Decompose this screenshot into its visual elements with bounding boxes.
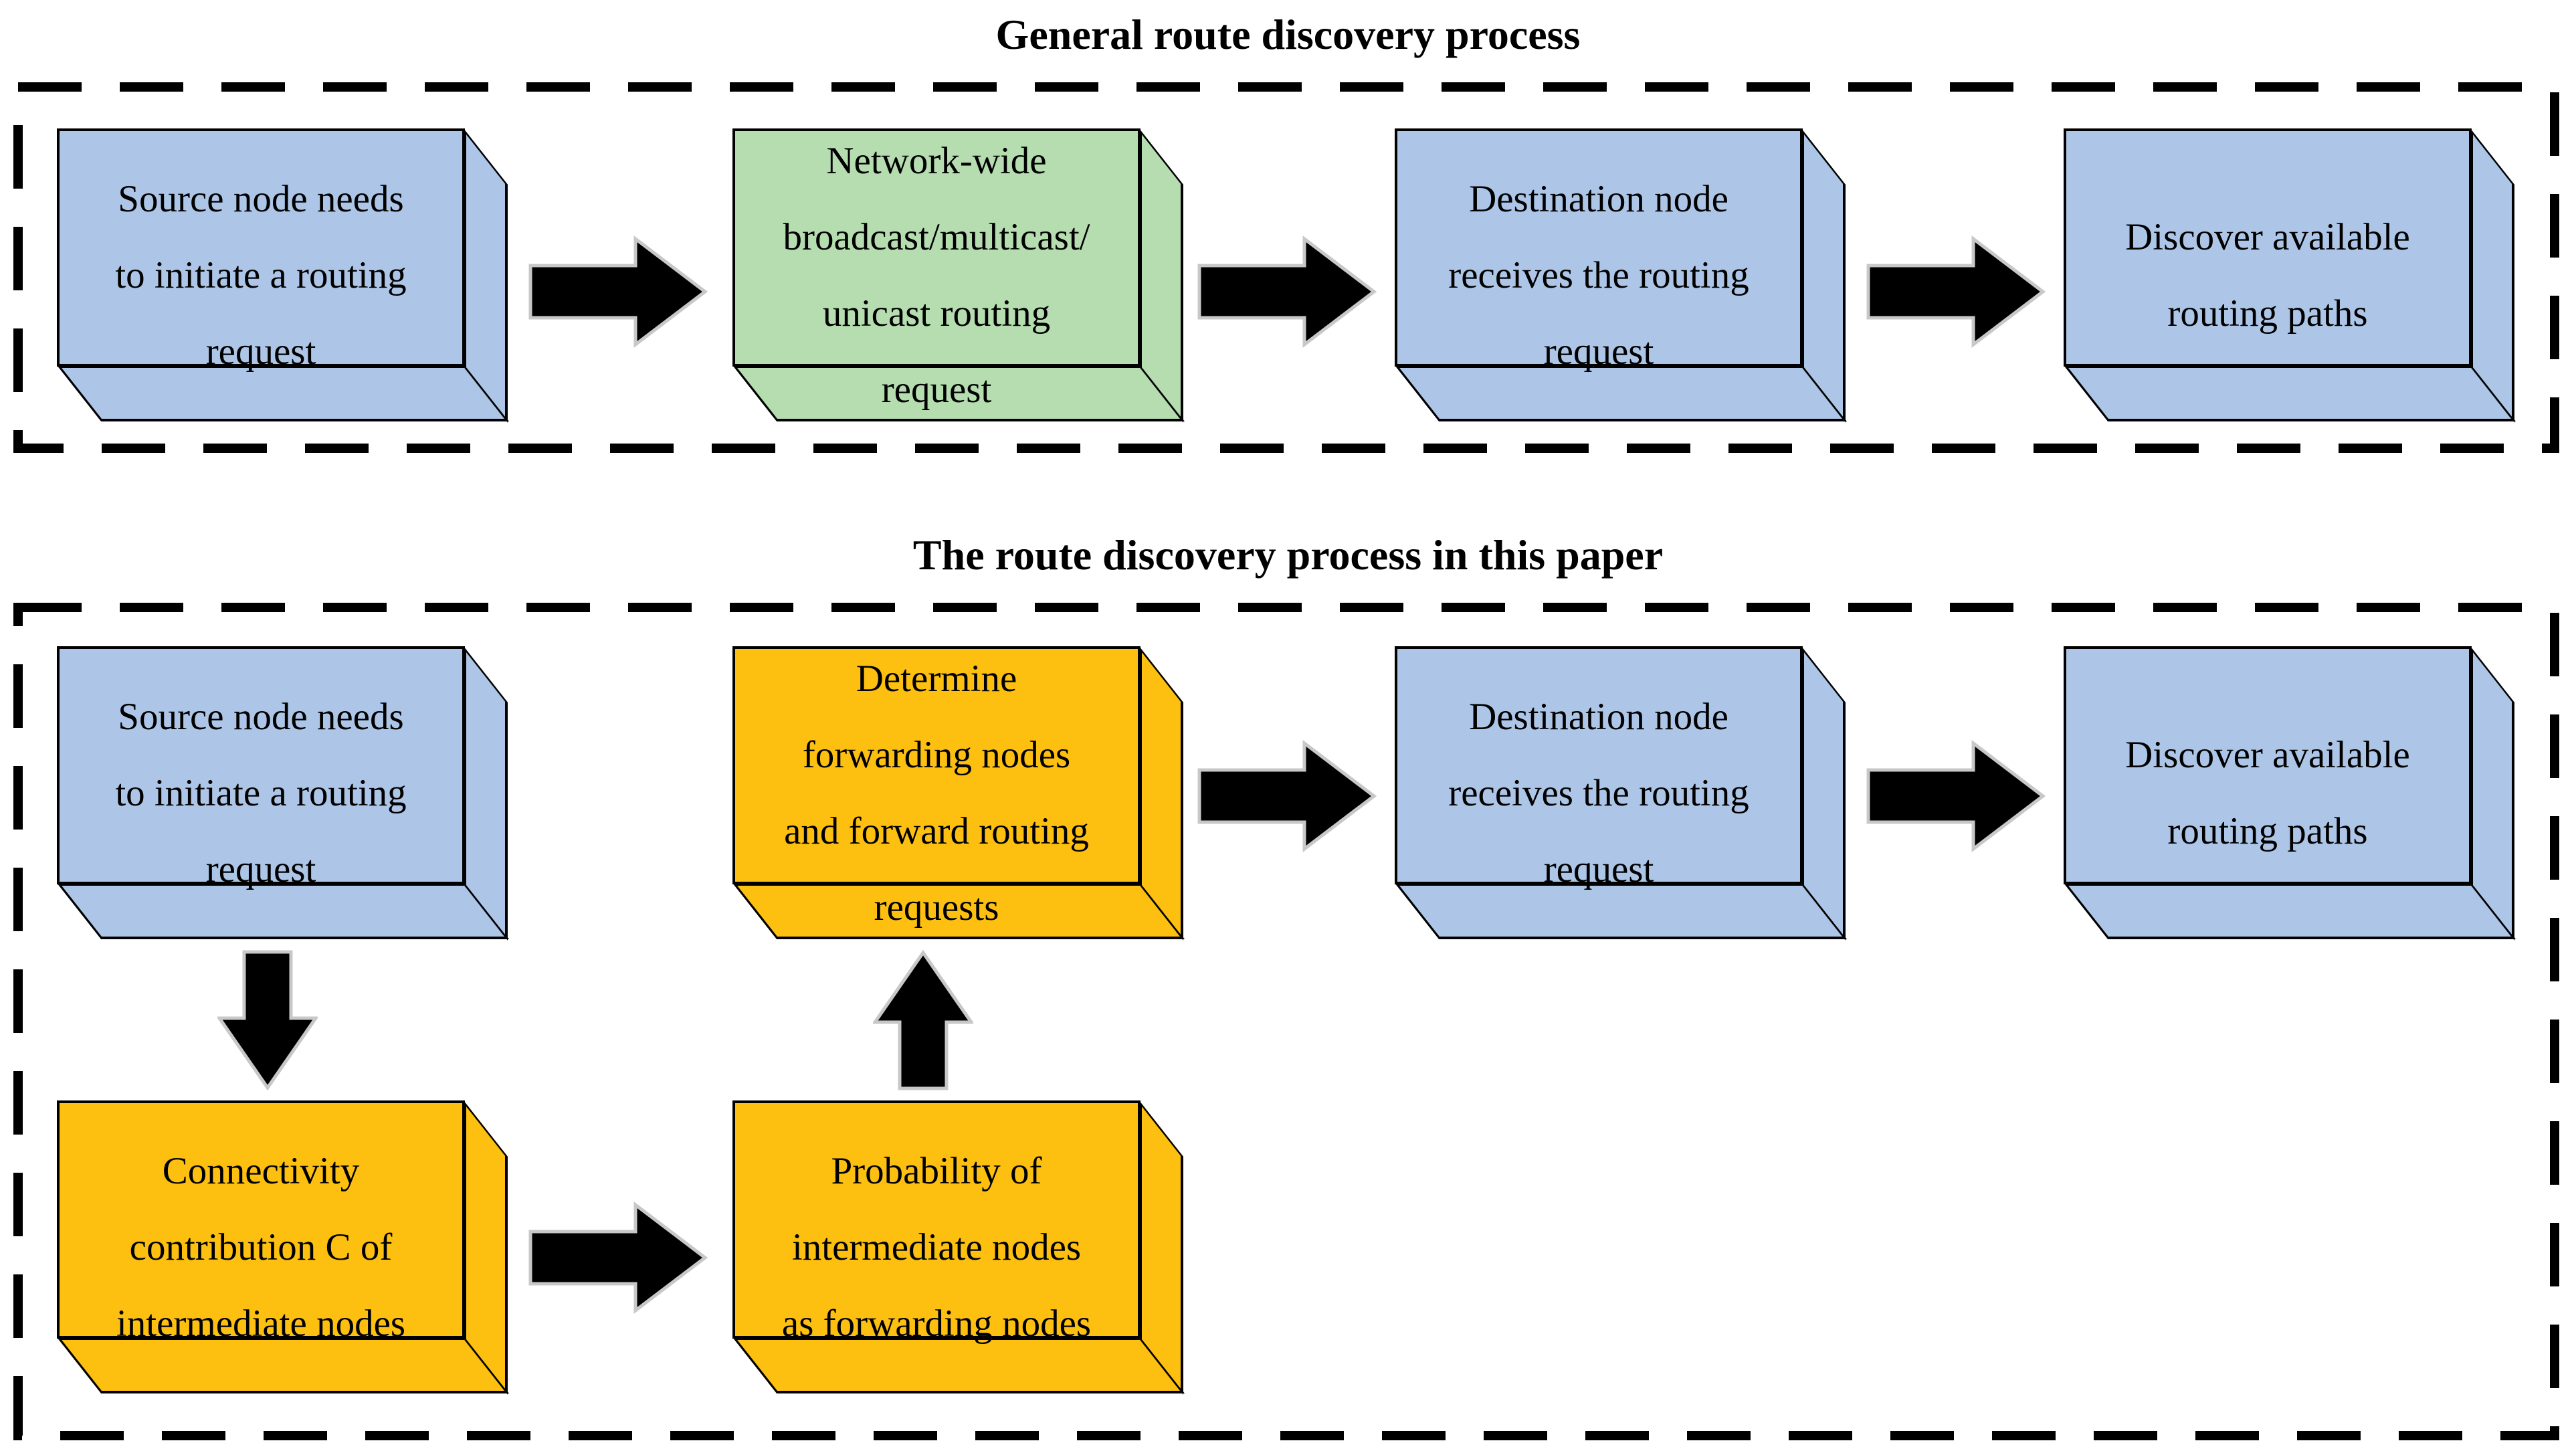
box-front-face (57, 128, 465, 367)
arrow-right-icon (1197, 739, 1377, 853)
box-label: Source node needs to initiate a routing … (115, 696, 407, 890)
box-front-face (1395, 128, 1803, 367)
arrow-down-icon (217, 950, 318, 1090)
box-front-face (57, 1100, 465, 1339)
arrow-right-icon (528, 1201, 708, 1315)
box-front-face (732, 646, 1141, 884)
box-label: Discover available routing paths (2125, 216, 2410, 334)
flow-box-destination-node: Destination node receives the routing re… (1395, 128, 1848, 423)
box-label: Probability of intermediate nodes as for… (781, 1150, 1092, 1345)
box-front-face (732, 1100, 1141, 1339)
top-section-dashed-border (13, 82, 2559, 453)
flow-box-determine-forwarding-nodes: Determine forwarding nodes and forward r… (732, 646, 1185, 941)
box-label: Destination node receives the routing re… (1448, 696, 1749, 890)
flow-box-source-node: Source node needs to initiate a routing … (57, 128, 510, 423)
flow-box-probability-forwarding: Probability of intermediate nodes as for… (732, 1100, 1185, 1395)
flow-box-destination-node-paper: Destination node receives the routing re… (1395, 646, 1848, 941)
bottom-section-dashed-border (13, 603, 2559, 1440)
box-front-face (2064, 646, 2472, 884)
box-label: Destination node receives the routing re… (1448, 178, 1749, 373)
arrow-right-icon (528, 235, 708, 349)
box-label: Discover available routing paths (2125, 734, 2410, 852)
box-label: Connectivity contribution C of intermedi… (116, 1150, 406, 1345)
arrow-right-icon (1197, 235, 1377, 349)
arrow-right-icon (1866, 235, 2046, 349)
box-front-face (1395, 646, 1803, 884)
box-front-face (2064, 128, 2472, 367)
arrow-right-icon (1866, 739, 2046, 853)
flow-box-source-node-paper: Source node needs to initiate a routing … (57, 646, 510, 941)
box-front-face (732, 128, 1141, 367)
section-title-top: General route discovery process (995, 11, 1581, 58)
flow-box-discover-paths-paper: Discover available routing paths (2064, 646, 2516, 941)
box-label: Network-wide broadcast/multicast/ unicas… (783, 140, 1090, 411)
arrow-up-icon (873, 950, 973, 1090)
flow-box-connectivity-contribution: Connectivity contribution C of intermedi… (57, 1100, 510, 1395)
box-front-face (57, 646, 465, 884)
box-label: Source node needs to initiate a routing … (115, 178, 407, 373)
box-label: Determine forwarding nodes and forward r… (784, 658, 1089, 929)
flow-box-discover-paths: Discover available routing paths (2064, 128, 2516, 423)
flow-box-network-wide-broadcast: Network-wide broadcast/multicast/ unicas… (732, 128, 1185, 423)
section-title-bottom: The route discovery process in this pape… (912, 531, 1664, 579)
